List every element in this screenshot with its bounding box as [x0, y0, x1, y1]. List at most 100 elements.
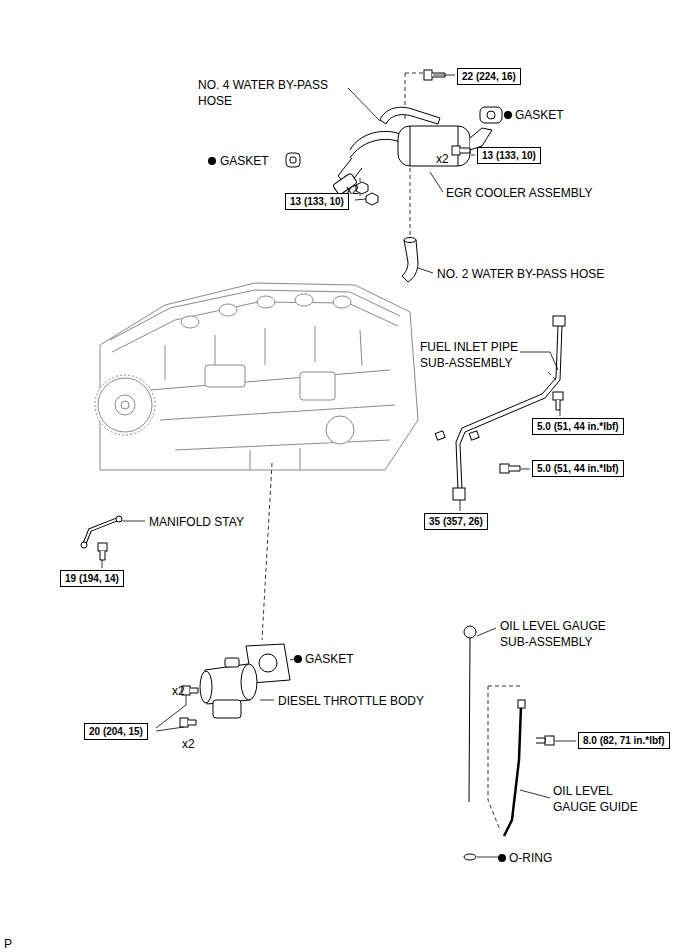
torque-spec-box: 19 (194, 14)	[60, 570, 124, 587]
fuel-inlet-pipe	[553, 316, 565, 326]
leader-line	[156, 695, 186, 728]
non-reusable-mark	[504, 111, 512, 119]
bolt-symbol	[545, 736, 554, 745]
part-label: NO. 4 WATER BY-PASS HOSE	[198, 77, 348, 109]
assembly-dashed-line	[410, 168, 411, 243]
leader-line	[290, 659, 294, 660]
engine-sketch	[95, 283, 418, 470]
part-label: GASKET	[305, 651, 354, 667]
torque-value: 5.0 (51, 44 in.*lbf)	[537, 462, 619, 475]
non-reusable-mark	[294, 655, 302, 663]
leader-line	[430, 172, 443, 192]
part-label: DIESEL THROTTLE BODY	[278, 693, 424, 709]
part-label: GASKET	[515, 107, 564, 123]
part-label: FUEL INLET PIPE SUB-ASSEMBLY	[420, 339, 540, 371]
part-label: x2	[182, 736, 195, 752]
egr-cooler	[350, 139, 400, 158]
bolt-symbol	[100, 551, 105, 560]
leader-line	[260, 700, 274, 701]
engine-sketch	[181, 316, 199, 328]
torque-value: 22 (224, 16)	[462, 70, 516, 83]
manifold-stay	[81, 542, 87, 548]
oil-level-gauge	[464, 626, 476, 638]
torque-value: 8.0 (82, 71 in.*lbf)	[583, 734, 665, 747]
engine-sketch	[326, 416, 354, 444]
gasket-symbol	[487, 111, 495, 119]
manifold-stay	[84, 519, 118, 545]
part-label: OIL LEVEL GAUGE SUB-ASSEMBLY	[500, 618, 625, 650]
bolt-symbol	[424, 70, 432, 80]
engine-sketch	[98, 378, 152, 432]
torque-value: 5.0 (51, 44 in.*lbf)	[537, 420, 619, 433]
throttle-body	[225, 658, 239, 667]
leader-line	[156, 727, 184, 731]
part-label: EGR COOLER ASSEMBLY	[446, 185, 593, 201]
engine-sketch	[295, 294, 313, 306]
engine-sketch	[112, 302, 398, 352]
torque-spec-box: 35 (357, 26)	[424, 513, 488, 530]
part-label: x2	[346, 182, 359, 198]
egr-cooler	[402, 240, 418, 282]
egr-cooler	[398, 126, 470, 166]
engine-sketch	[333, 296, 351, 308]
leader-line	[477, 628, 496, 636]
throttle-body	[200, 644, 290, 718]
bolt-symbol	[553, 392, 563, 400]
bolt-symbol	[98, 70, 563, 745]
non-reusable-mark	[208, 157, 216, 165]
torque-spec-box: 8.0 (82, 71 in.*lbf)	[578, 732, 670, 749]
part-label: NO. 2 WATER BY-PASS HOSE	[437, 266, 604, 282]
gasket-symbol	[286, 107, 502, 167]
fuel-inlet-pipe	[453, 488, 465, 500]
bolt-symbol	[180, 718, 188, 727]
gasket-symbol	[290, 157, 296, 163]
leader-line	[555, 741, 576, 742]
bolt-symbol	[500, 464, 509, 473]
part-label: MANIFOLD STAY	[149, 514, 244, 530]
torque-value: 35 (357, 26)	[429, 515, 483, 528]
leader-line	[460, 500, 461, 511]
torque-spec-box: 5.0 (51, 44 in.*lbf)	[532, 460, 624, 477]
throttle-body	[241, 664, 257, 700]
torque-value: 20 (204, 15)	[89, 725, 143, 738]
bolt-symbol	[460, 148, 470, 153]
throttle-body	[213, 700, 241, 718]
engine-sketch	[219, 304, 237, 316]
leader-line	[521, 469, 530, 470]
engine-sketch	[121, 401, 129, 409]
throttle-body	[259, 654, 277, 672]
leader-line	[270, 160, 284, 161]
gasket-symbol	[286, 153, 300, 167]
engine-sketch	[205, 365, 245, 387]
manifold-stay	[84, 519, 118, 545]
torque-value: 13 (133, 10)	[482, 149, 536, 162]
egr-cooler	[410, 126, 458, 166]
manifold-stay	[81, 516, 122, 548]
engine-sketch	[100, 283, 418, 470]
leader-line	[355, 199, 366, 200]
part-label: GASKET	[220, 153, 269, 169]
leader-line	[520, 790, 550, 798]
oil-level-gauge	[518, 700, 525, 708]
torque-value: 19 (194, 14)	[65, 572, 119, 585]
egr-cooler	[380, 107, 440, 124]
oil-level-gauge	[464, 626, 525, 860]
leader-line	[418, 268, 433, 273]
part-label: O-RING	[509, 850, 552, 866]
fuel-inlet-pipe	[469, 431, 479, 440]
part-label: OIL LEVEL GAUGE GUIDE	[553, 783, 648, 815]
gasket-symbol	[480, 107, 502, 123]
torque-spec-box: 13 (133, 10)	[477, 147, 541, 164]
non-reusable-mark	[498, 854, 506, 862]
engine-sketch	[300, 372, 335, 400]
fuel-inlet-pipe	[435, 431, 445, 440]
bolt-symbol	[190, 688, 198, 693]
bolt-symbol	[509, 466, 520, 471]
non-reusable-mark	[208, 111, 512, 862]
bolt-symbol	[188, 720, 196, 725]
torque-spec-box: 5.0 (51, 44 in.*lbf)	[532, 418, 624, 435]
throttle-body	[200, 671, 212, 703]
part-label: x2	[172, 683, 185, 699]
leader-line	[477, 857, 498, 858]
leader-line	[102, 560, 103, 568]
